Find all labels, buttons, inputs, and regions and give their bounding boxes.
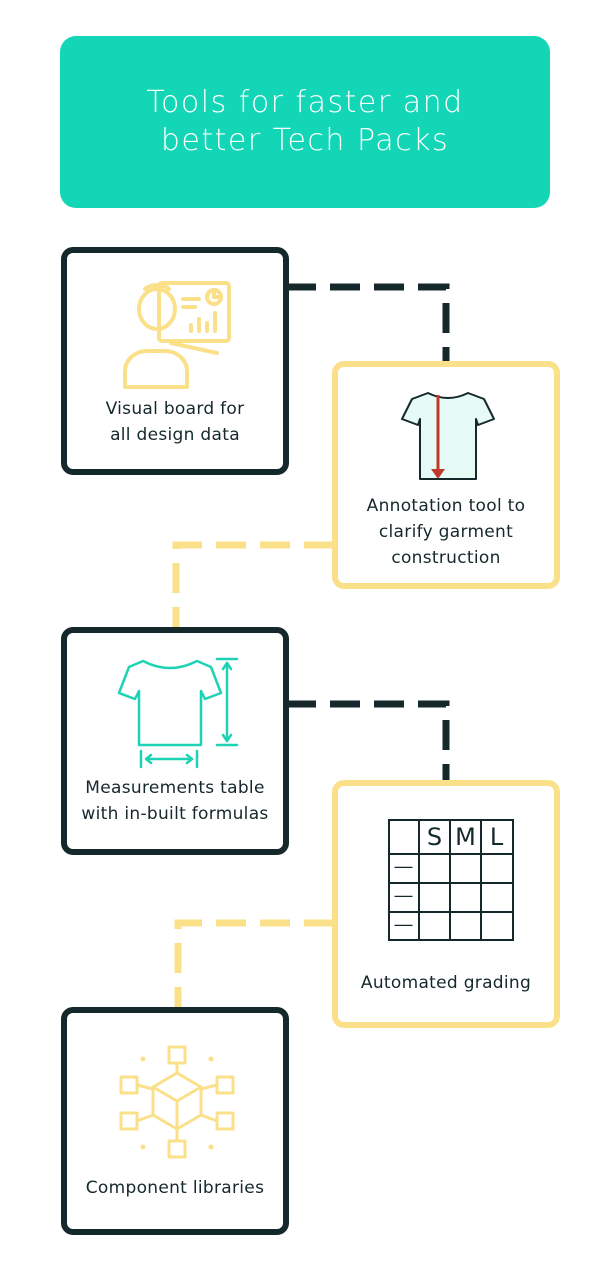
connector-4-to-5 (174, 919, 334, 1008)
row-marker-3: — (394, 914, 413, 934)
card-component-libraries-label: Component libraries (85, 1178, 265, 1198)
row-marker-2: — (394, 885, 413, 905)
card-visual-board-label: Visual board for all design data (105, 399, 245, 445)
card-automated-grading-label: Automated grading (360, 973, 532, 993)
tshirt-annotation-icon (401, 392, 495, 480)
card-automated-grading: S M L — — — Automated grading (332, 780, 560, 1028)
card-annotation-tool: Annotation tool to clarify garment const… (332, 361, 560, 589)
page-title: Tools for faster and better Tech Packs (146, 85, 464, 158)
size-header-l: L (489, 823, 504, 851)
card-visual-board: Visual board for all design data (61, 247, 289, 475)
card-component-libraries: Component libraries (61, 1007, 289, 1235)
connector-2-to-3 (172, 541, 334, 628)
card-measurements-table: Measurements table with in-built formula… (61, 627, 289, 855)
header-banner: Tools for faster and better Tech Packs (60, 36, 550, 208)
card-measurements-table-label: Measurements table with in-built formula… (81, 778, 269, 824)
row-marker-1: — (394, 856, 413, 876)
connector-1-to-2 (286, 283, 450, 362)
size-header-m: M (455, 823, 476, 851)
person-dashboard-icon (123, 281, 231, 389)
size-header-s: S (426, 823, 443, 851)
connector-3-to-4 (286, 700, 450, 780)
tshirt-measurement-icon (117, 657, 239, 769)
size-grading-table-icon: S M L — — — (388, 819, 514, 941)
component-network-icon (119, 1045, 235, 1159)
card-annotation-tool-label: Annotation tool to clarify garment const… (366, 496, 526, 568)
